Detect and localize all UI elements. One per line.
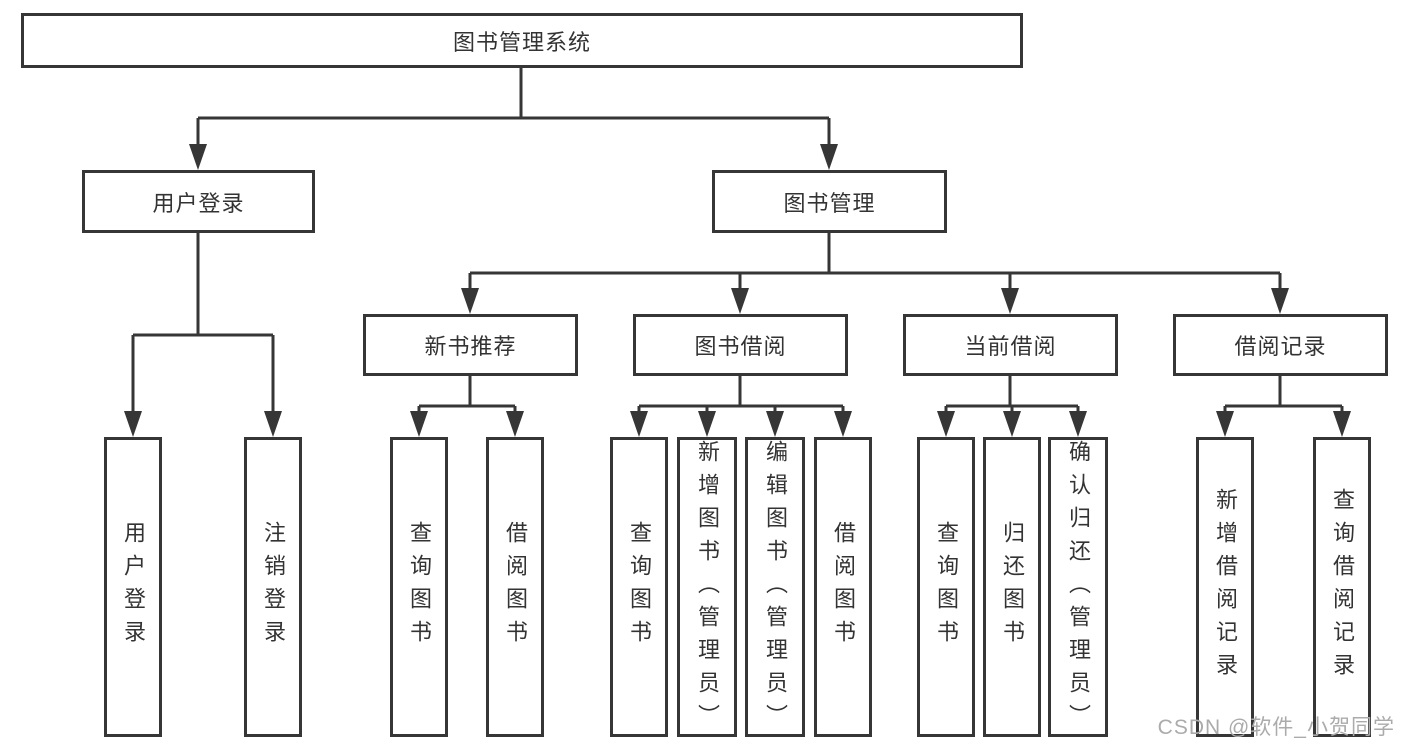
edge-root-to-level2 [196, 68, 831, 146]
arrowhead [698, 411, 716, 437]
arrowhead [410, 411, 428, 437]
leaf-label: 查询图书 [407, 521, 432, 653]
arrowhead [189, 144, 207, 170]
leaf-label: 借阅图书 [503, 521, 528, 653]
leaf-label: 查询图书 [934, 521, 959, 653]
node-book-borrow: 图书借阅 [633, 314, 848, 376]
leaf-label: 查询图书 [627, 521, 652, 653]
edge-current-borrow-to-children [944, 376, 1080, 413]
leaf-label: 查询借阅记录 [1330, 488, 1355, 686]
arrowhead [1216, 411, 1234, 437]
leaf-label: 用户登录 [121, 521, 146, 653]
leaf-return-book: 归还图书 [983, 437, 1041, 737]
arrowhead [834, 411, 852, 437]
arrowhead [506, 411, 524, 437]
arrowhead [630, 411, 648, 437]
arrowhead [1271, 288, 1289, 314]
leaf-query-books-recommend: 查询图书 [390, 437, 448, 737]
arrowhead [264, 411, 282, 437]
leaf-borrow-books: 借阅图书 [814, 437, 872, 737]
node-book-management: 图书管理 [712, 170, 947, 233]
leaf-confirm-return-admin: 确认归还（管理员） [1048, 437, 1108, 737]
leaf-edit-book-admin: 编辑图书（管理员） [745, 437, 805, 737]
edge-book-borrow-to-children [637, 376, 845, 413]
node-user-login: 用户登录 [82, 170, 315, 233]
arrowhead [461, 288, 479, 314]
csdn-watermark: CSDN @软件_小贺同学 [1157, 716, 1395, 739]
node-new-book-recommend: 新书推荐 [363, 314, 578, 376]
arrowhead [1333, 411, 1351, 437]
edge-book-management-to-children [468, 233, 1282, 290]
node-borrow-records: 借阅记录 [1173, 314, 1388, 376]
edge-borrow-records-to-children [1223, 376, 1344, 413]
node-library-system: 图书管理系统 [21, 13, 1023, 68]
leaf-label: 借阅图书 [831, 521, 856, 653]
leaf-label: 确认归还（管理员） [1066, 440, 1091, 737]
arrowhead [766, 411, 784, 437]
arrowhead [124, 411, 142, 437]
arrowhead [1003, 411, 1021, 437]
leaf-label: 新增图书（管理员） [695, 440, 720, 737]
arrowhead [937, 411, 955, 437]
leaf-label: 编辑图书（管理员） [763, 440, 788, 737]
leaf-add-borrow-record: 新增借阅记录 [1196, 437, 1254, 737]
leaf-logout: 注销登录 [244, 437, 302, 737]
leaf-borrow-books-recommend: 借阅图书 [486, 437, 544, 737]
node-current-borrow: 当前借阅 [903, 314, 1118, 376]
leaf-user-login: 用户登录 [104, 437, 162, 737]
arrowhead [731, 288, 749, 314]
arrowhead [1069, 411, 1087, 437]
arrowhead [820, 144, 838, 170]
edge-new-book-recommend-to-children [417, 376, 517, 413]
leaf-add-book-admin: 新增图书（管理员） [677, 437, 737, 737]
leaf-label: 新增借阅记录 [1213, 488, 1238, 686]
edge-user-login-to-children [131, 233, 275, 413]
leaf-query-books-current: 查询图书 [917, 437, 975, 737]
leaf-label: 归还图书 [1000, 521, 1025, 653]
leaf-query-books-borrow: 查询图书 [610, 437, 668, 737]
leaf-query-borrow-record: 查询借阅记录 [1313, 437, 1371, 737]
leaf-label: 注销登录 [261, 521, 286, 653]
arrowhead [1001, 288, 1019, 314]
arrowheads [124, 144, 1351, 437]
